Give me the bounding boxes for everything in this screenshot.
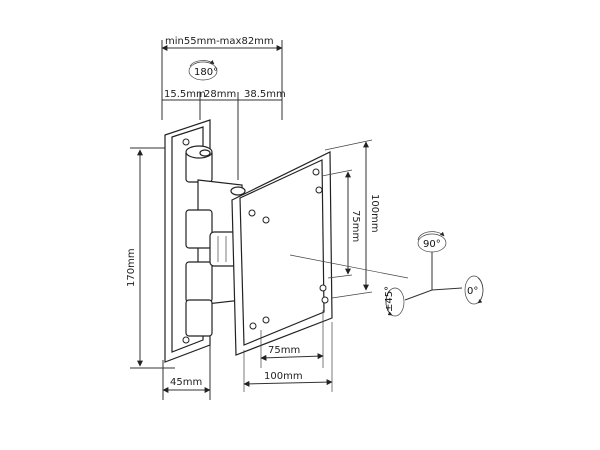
depth-dimension: 45mm [162,345,211,400]
seg-c-label: 38.5mm [244,89,286,100]
vesa-w-outer-label: 100mm [264,371,303,382]
seg-b-label: 28mm [204,89,236,100]
rotation-90-icon: 90° [417,231,447,253]
vesa-height-dimensions: 100mm 75mm [321,139,380,299]
top-range-label: min55mm-max82mm [165,36,274,47]
rotation-label: 90° [423,239,441,250]
vesa-plate [231,151,333,356]
tilt-icon: ±45° [384,286,405,317]
vesa-w-inner-label: 75mm [268,345,300,356]
rotation-axes: 90° ±45° 0° [384,231,484,317]
roll-icon: 0° [464,275,484,305]
swivel-label: 180° [194,67,218,78]
vesa-h-inner-label: 75mm [350,210,361,242]
top-dimensions: min55mm-max82mm 180° 15.5mm 28mm 38.5mm [161,36,286,180]
seg-a-label: 15.5mm [164,89,206,100]
swivel-rotation-icon: 180° [188,59,218,81]
tilt-label: ±45° [384,286,395,312]
vesa-width-dimensions: 75mm 100mm [243,310,333,392]
roll-label: 0° [467,286,478,297]
depth-label: 45mm [170,377,202,388]
vesa-h-outer-label: 100mm [369,194,380,233]
center-axis [289,254,409,279]
height-label: 170mm [126,248,137,287]
